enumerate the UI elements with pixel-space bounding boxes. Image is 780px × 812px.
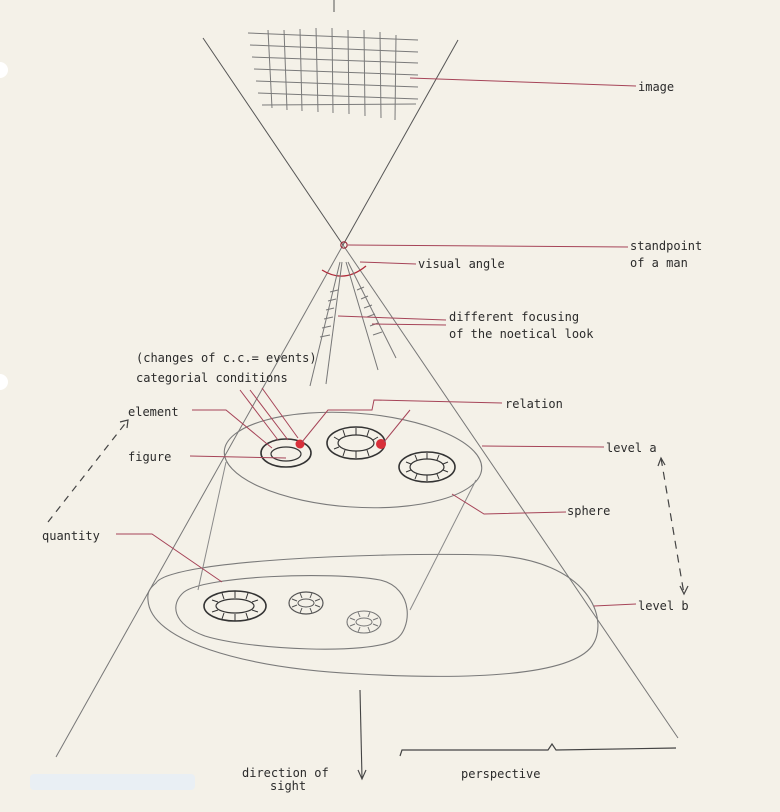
- figure-b2: [288, 591, 324, 615]
- label-figure: figure: [128, 450, 172, 464]
- dashed-arrow-left: [47, 419, 129, 523]
- punch-hole: [0, 374, 8, 390]
- label-quantity: quantity: [42, 529, 100, 543]
- image-grid: [247, 27, 419, 121]
- lower-cone-left: [55, 244, 344, 758]
- label-direction-2: sight: [270, 779, 307, 793]
- upper-cone-right: [342, 39, 459, 246]
- perspective-brace: [399, 742, 677, 757]
- direction-arrow: [357, 689, 367, 781]
- label-sphere: sphere: [567, 504, 611, 518]
- label-changes: (changes of c.c.= events): [136, 351, 317, 365]
- condition-mark: [376, 439, 386, 449]
- label-focusing-2: of the noetical look: [449, 327, 594, 341]
- label-focusing-1: different focusing: [449, 310, 580, 324]
- label-level-a: level a: [606, 441, 657, 455]
- label-image: image: [638, 80, 675, 94]
- dashed-arrow-right: [657, 456, 689, 596]
- visual-angle-arc: [321, 265, 367, 277]
- label-perspective: perspective: [461, 767, 541, 781]
- figure-b3: [346, 610, 382, 634]
- label-categorial: categorial conditions: [136, 371, 288, 385]
- label-visual-angle: visual angle: [418, 257, 505, 271]
- figure-a1: [260, 438, 312, 468]
- punch-hole: [0, 62, 8, 78]
- lower-cone-right: [342, 244, 679, 739]
- leader-lines: [116, 77, 637, 607]
- projection-line: [197, 461, 227, 591]
- figure-a3: [398, 451, 456, 483]
- label-standpoint-2: of a man: [630, 256, 688, 270]
- label-standpoint-1: standpoint: [630, 239, 703, 253]
- inner-sphere-level-b: [175, 575, 408, 650]
- label-relation: relation: [505, 397, 563, 411]
- label-level-b: level b: [638, 599, 689, 613]
- standpoint-circle: [340, 241, 348, 249]
- figure-b1: [203, 590, 267, 622]
- upper-cone-left: [202, 37, 344, 246]
- sphere-level-b: [147, 553, 599, 677]
- sphere-level-a: [223, 411, 483, 509]
- label-direction-1: direction of: [242, 766, 329, 780]
- label-element: element: [128, 405, 179, 419]
- focusing-beams: [309, 261, 397, 387]
- faded-stamp: [30, 774, 195, 790]
